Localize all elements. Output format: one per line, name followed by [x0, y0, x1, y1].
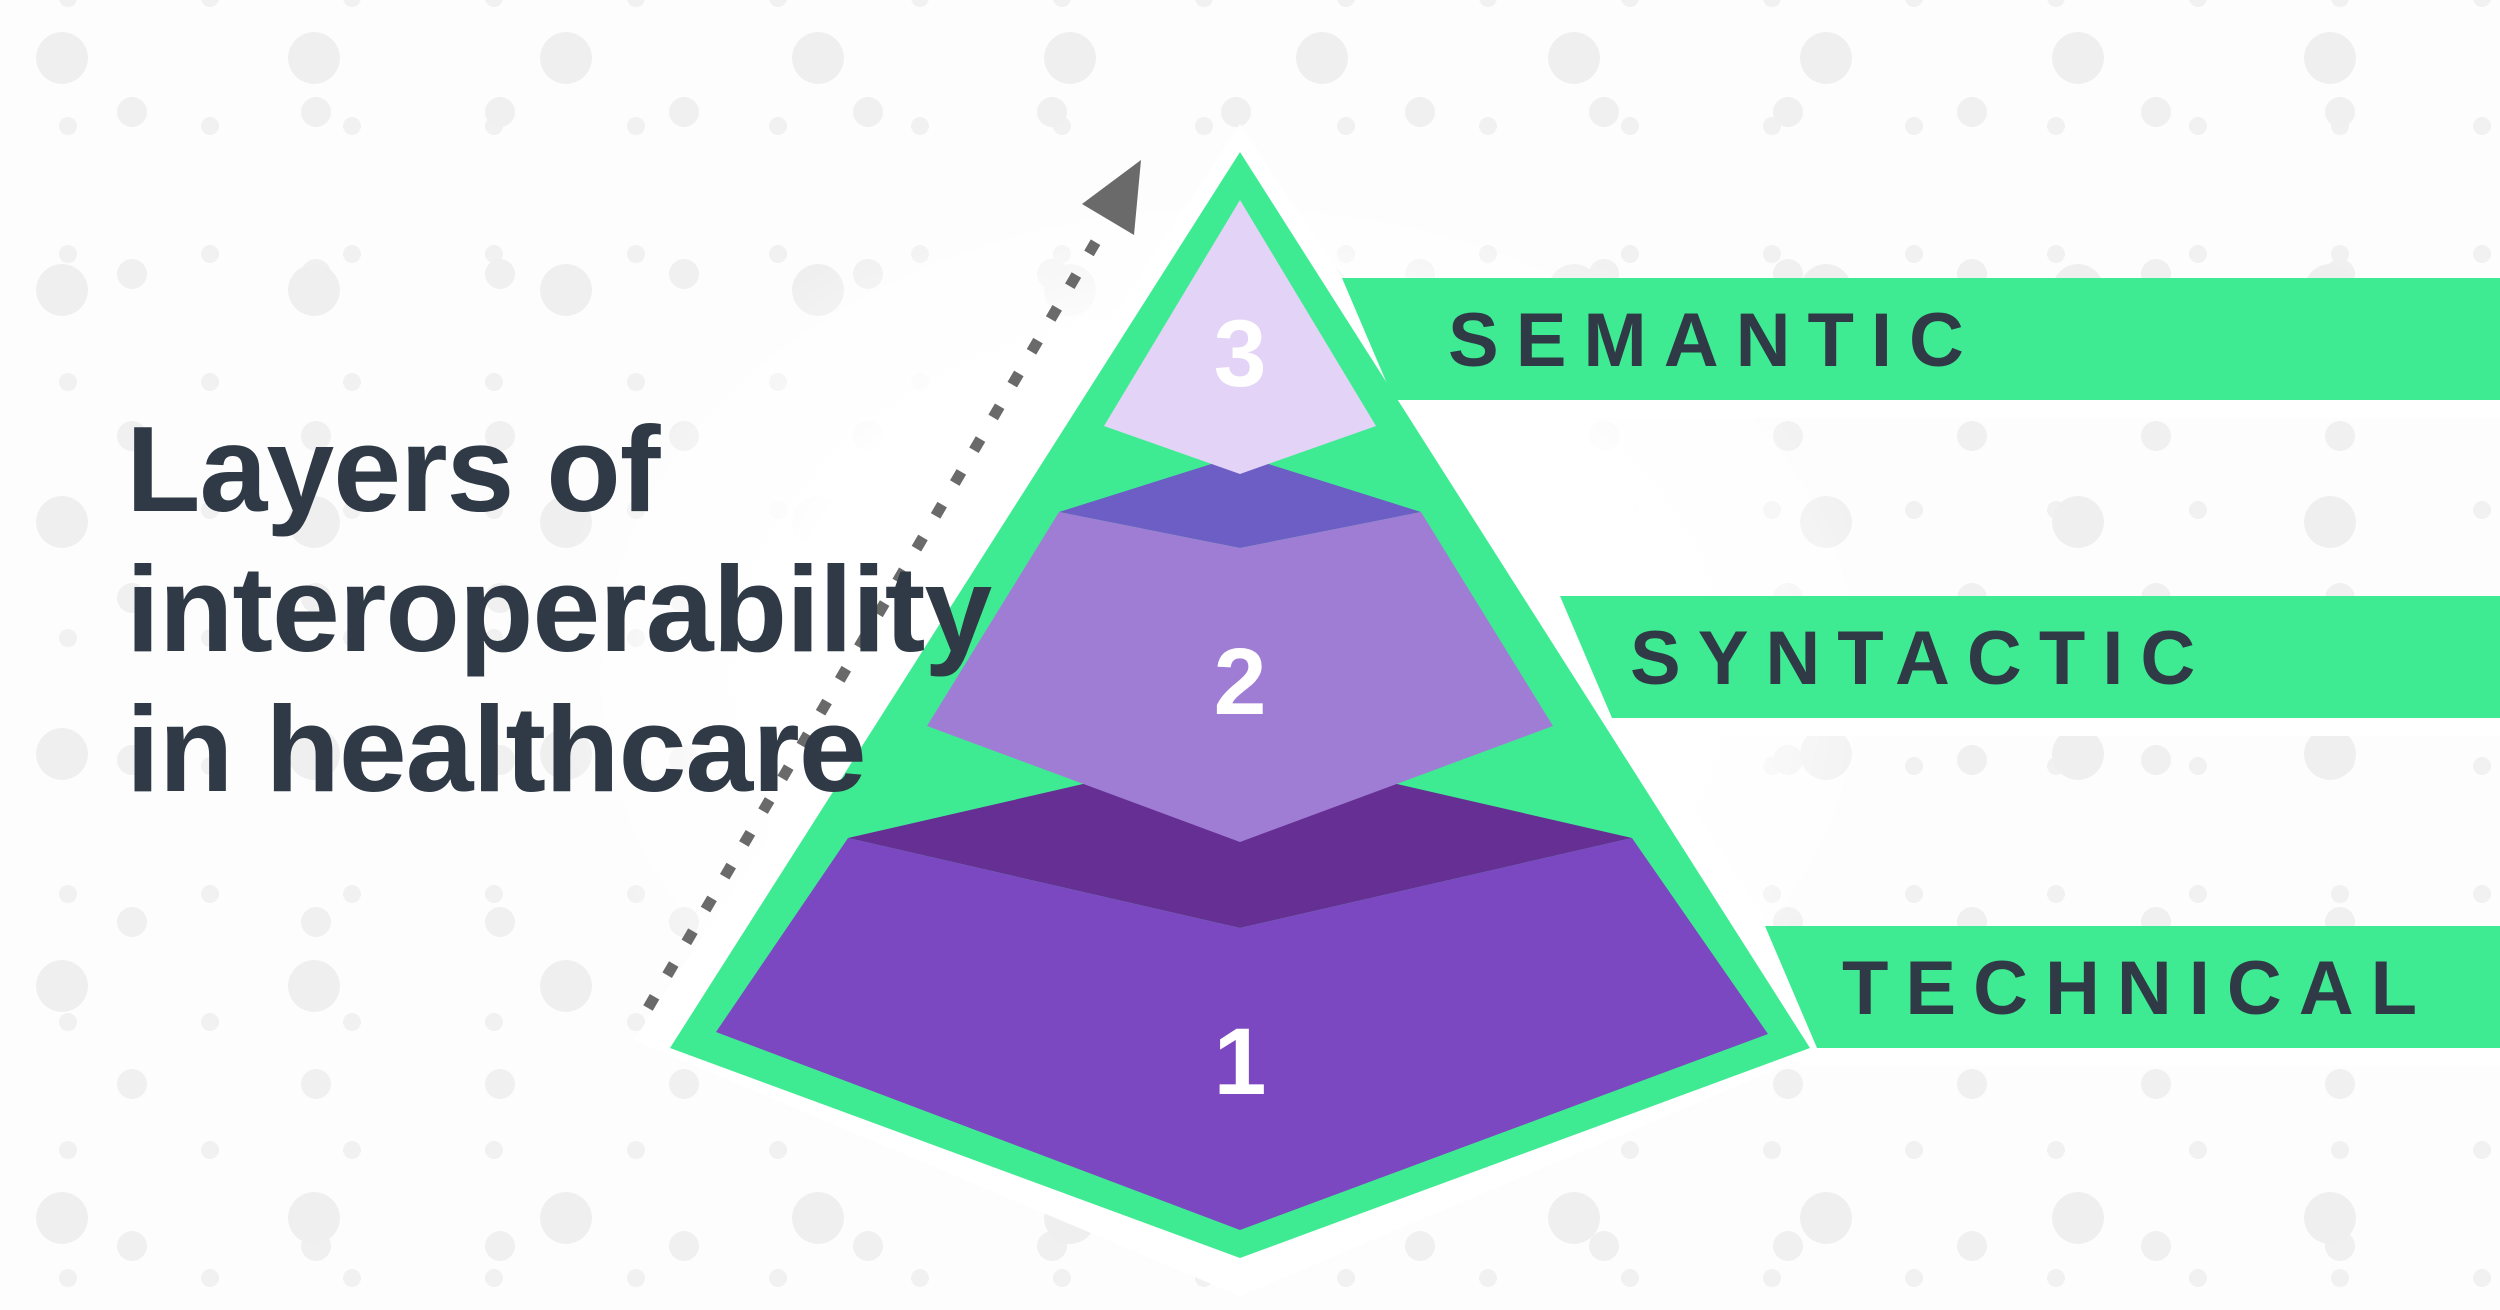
title-line-1: Layers of	[126, 401, 660, 537]
growth-arrow-head-icon	[1082, 160, 1141, 235]
technical-bar-label: TECHNICAL	[1842, 946, 2434, 1031]
page-title: Layers of interoperability in healthcare	[126, 399, 992, 819]
semantic-bar	[1342, 278, 2500, 400]
level-2-top-face	[1059, 455, 1421, 548]
technical-bar	[1765, 926, 2500, 1048]
semantic-bar-label: SEMANTIC	[1448, 298, 1981, 383]
level-1-front-face	[716, 838, 1768, 1230]
level-2-front-face	[927, 512, 1553, 842]
title-line-2: interoperability	[126, 541, 992, 677]
syntactic-bar-label: SYNTACTIC	[1630, 616, 2212, 701]
title-line-3: in healthcare	[126, 681, 867, 817]
syntactic-bar	[1560, 596, 2500, 718]
level-number-1: 1	[1214, 1009, 1267, 1115]
level-number-3: 3	[1214, 301, 1267, 407]
level-3-front-face	[1104, 200, 1376, 474]
level-number-2: 2	[1214, 629, 1267, 735]
